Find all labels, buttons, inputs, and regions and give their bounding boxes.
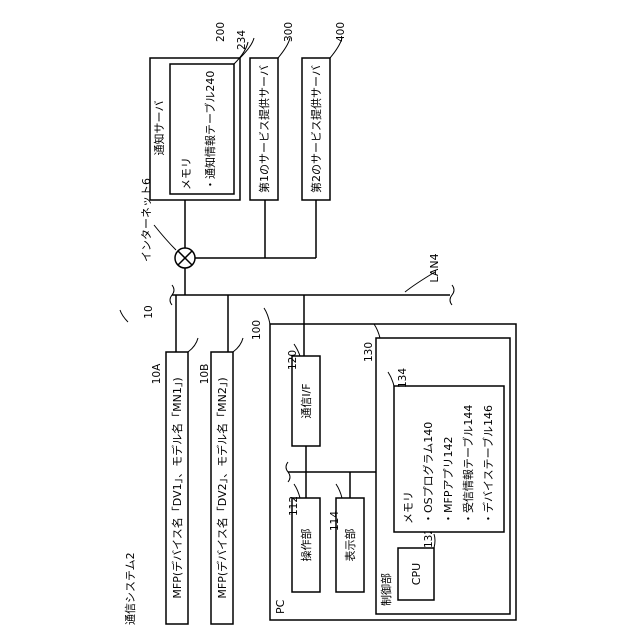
- pc-memory-number: 134: [397, 368, 409, 388]
- mfp-a-number: 10A: [151, 363, 163, 384]
- pc-title: PC: [274, 599, 287, 614]
- lan-break-right: [450, 285, 454, 305]
- system-label: 通信システム2: [124, 552, 137, 625]
- controller-label: 制御部: [379, 573, 393, 606]
- operation-number: 112: [288, 496, 300, 516]
- pc-memory-item-3: ・デバイステーブル146: [481, 405, 495, 524]
- mfp-b-number: 10B: [199, 364, 211, 385]
- pc-memory-item-1: ・MFPアプリ142: [442, 437, 455, 524]
- operation-label: 操作部: [299, 529, 313, 562]
- comm-if-number: 120: [287, 350, 299, 370]
- pc-memory-title: メモリ: [402, 491, 415, 524]
- notify-memory-item: ・通知情報テーブル240: [203, 71, 217, 190]
- pc-number: 100: [251, 320, 263, 340]
- notify-memory-title: メモリ: [180, 157, 193, 190]
- internet-leader: [154, 225, 176, 250]
- mfp-b-label: MFP(デバイス名「DV2」、モデル名「MN2」): [215, 377, 229, 598]
- cpu-label: CPU: [410, 563, 423, 585]
- service-server-2-label: 第2のサービス提供サーバ: [309, 65, 323, 193]
- notify-server-title: 通知サーバ: [152, 101, 166, 156]
- notify-server-number: 200: [215, 22, 227, 42]
- mfp-a-leader: [188, 338, 198, 352]
- comm-if-label: 通信I/F: [300, 383, 313, 418]
- lan-label: LAN4: [428, 253, 441, 282]
- pc-leader: [264, 308, 270, 324]
- mfp-a-label: MFP(デバイス名「DV1」、モデル名「MN1」): [170, 377, 184, 598]
- mfp-b-leader: [233, 338, 243, 352]
- service-server-1-number: 300: [283, 22, 295, 42]
- pc-memory-item-0: ・OSプログラム140: [421, 422, 435, 524]
- pc-memory-item-2: ・受信情報テーブル144: [461, 405, 475, 524]
- service-server-1-label: 第1のサービス提供サーバ: [257, 65, 271, 193]
- display-label: 表示部: [343, 529, 357, 562]
- controller-number: 130: [363, 342, 375, 362]
- notify-memory-number: 234: [236, 30, 248, 50]
- service-server-2-number: 400: [335, 22, 347, 42]
- system-number: 10: [143, 305, 155, 318]
- display-number: 114: [329, 511, 341, 531]
- system-number-leader: [120, 310, 128, 322]
